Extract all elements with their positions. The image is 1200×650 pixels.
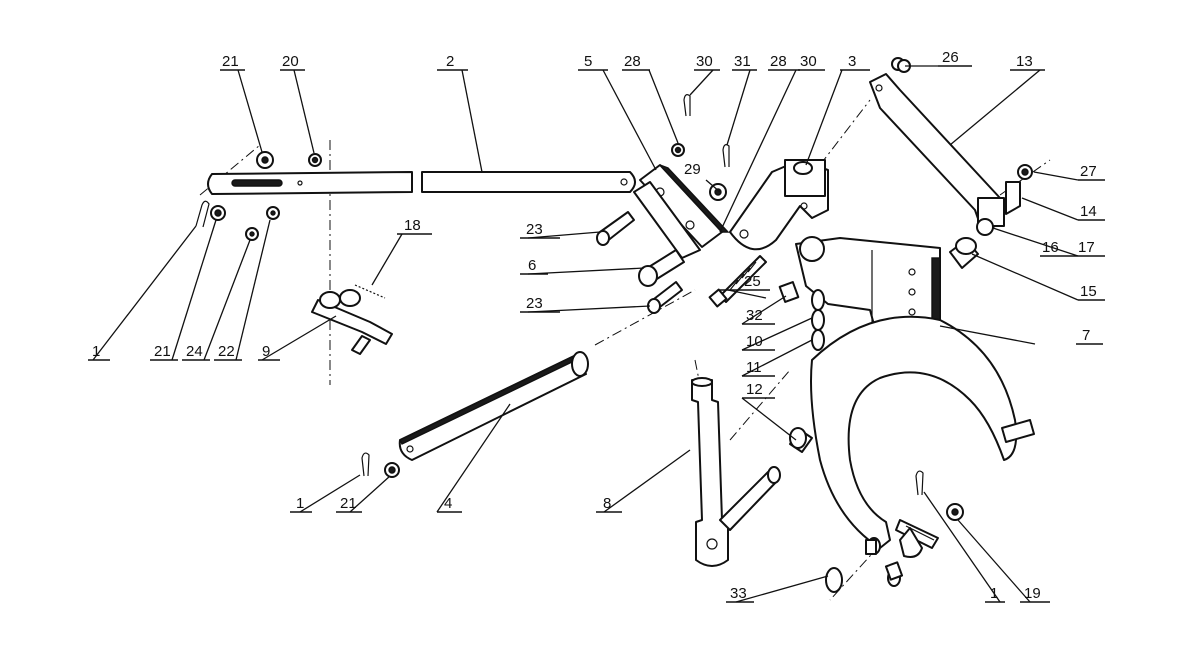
label-11: 11 <box>746 359 762 376</box>
label-7: 7 <box>1082 327 1090 344</box>
label-21-mid: 21 <box>154 343 171 360</box>
part-23-pins <box>596 211 685 314</box>
label-5: 5 <box>584 53 592 70</box>
part-15-bush <box>949 237 979 269</box>
part-13-arm <box>869 73 1021 236</box>
label-23-a: 23 <box>526 221 543 238</box>
label-25: 25 <box>744 273 761 290</box>
label-22: 22 <box>218 343 235 360</box>
label-24: 24 <box>186 343 203 360</box>
label-28-b: 28 <box>770 53 787 70</box>
label-18: 18 <box>404 217 421 234</box>
label-26: 26 <box>942 49 959 66</box>
leader-lines <box>92 65 1079 603</box>
label-27: 27 <box>1080 163 1097 180</box>
label-14: 14 <box>1080 203 1097 220</box>
label-17: 17 <box>1078 239 1095 256</box>
label-1-bottom: 1 <box>296 495 304 512</box>
label-2: 2 <box>446 53 454 70</box>
label-23-b: 23 <box>526 295 543 312</box>
label-30-b: 30 <box>800 53 817 70</box>
label-28-a: 28 <box>624 53 641 70</box>
washers <box>210 57 1033 593</box>
label-31: 31 <box>734 53 751 70</box>
label-16: 16 <box>1042 239 1059 256</box>
label-6: 6 <box>528 257 536 274</box>
part-labels: 21 20 2 5 28 30 31 28 30 3 26 13 27 14 1… <box>92 49 1097 602</box>
label-13: 13 <box>1016 53 1033 70</box>
label-20: 20 <box>282 53 299 70</box>
part-3-lever <box>729 159 829 251</box>
part-2-link-bar <box>207 171 636 195</box>
split-pins <box>195 94 924 496</box>
label-21-top: 21 <box>222 53 239 70</box>
part-7-frame <box>795 236 1035 549</box>
label-8: 8 <box>603 495 611 512</box>
label-9: 9 <box>262 343 270 360</box>
label-12: 12 <box>746 381 763 398</box>
label-32: 32 <box>746 307 763 324</box>
label-1-left: 1 <box>92 343 100 360</box>
label-underlines <box>88 65 1105 603</box>
part-4-rod <box>398 351 589 461</box>
label-10: 10 <box>746 333 763 350</box>
label-1-right: 1 <box>990 585 998 602</box>
part-5-bracket <box>633 164 730 259</box>
label-4: 4 <box>444 495 452 512</box>
label-3: 3 <box>848 53 856 70</box>
label-33: 33 <box>730 585 747 602</box>
part-9-cross-shaft <box>311 284 393 355</box>
label-29: 29 <box>684 161 701 178</box>
part-8-shaft <box>691 377 781 567</box>
label-21-bottom: 21 <box>340 495 357 512</box>
label-15: 15 <box>1080 283 1097 300</box>
label-19: 19 <box>1024 585 1041 602</box>
bottom-pins <box>865 519 939 587</box>
label-30-a: 30 <box>696 53 713 70</box>
